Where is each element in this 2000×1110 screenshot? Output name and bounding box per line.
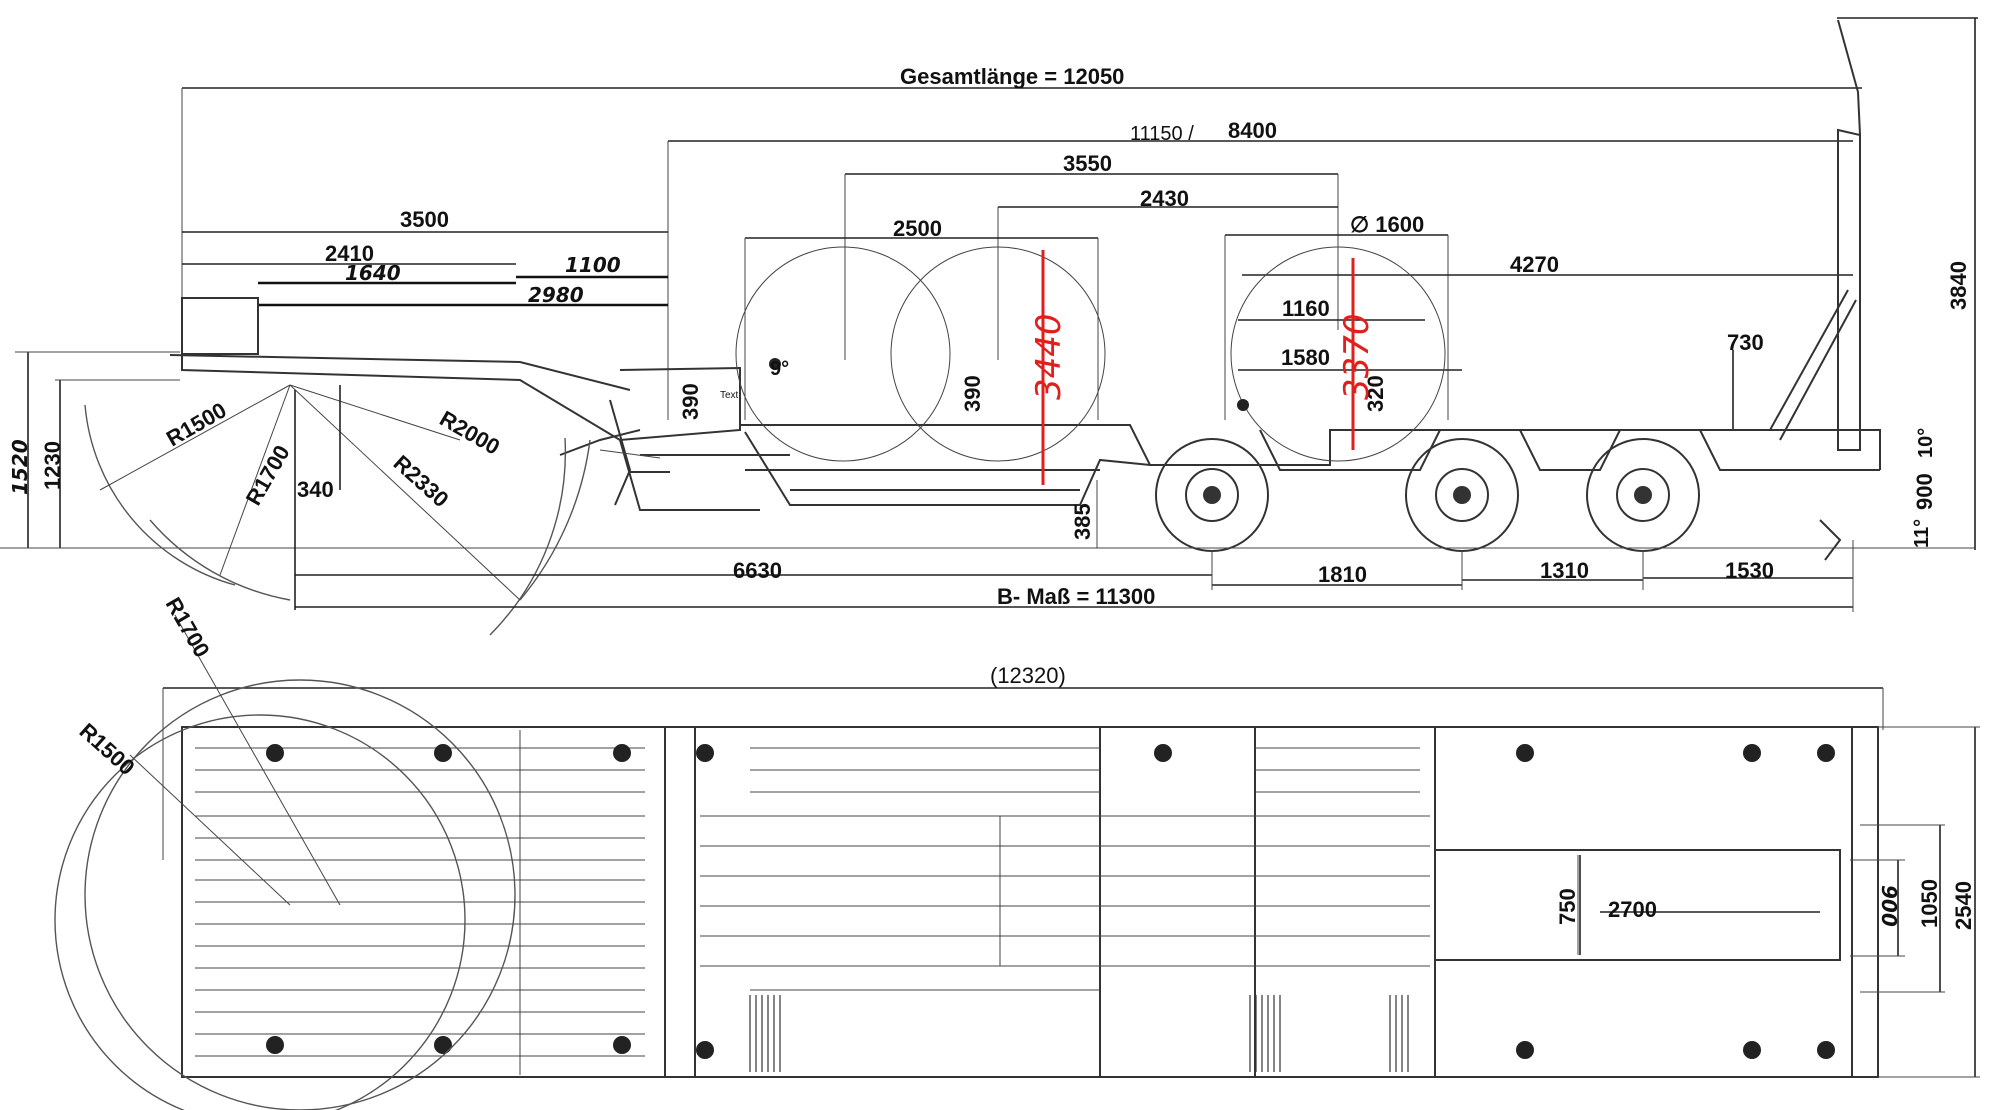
label-900-side: 900 xyxy=(1912,473,1937,510)
label-top-r1500: R1500 xyxy=(75,718,140,780)
label-8400: 8400 xyxy=(1228,118,1277,143)
label-2410: 2410 xyxy=(325,241,374,266)
label-1230: 1230 xyxy=(40,441,65,490)
grating-blocks xyxy=(749,995,1409,1072)
label-r1700: R1700 xyxy=(241,441,295,510)
label-top-r1700: R1700 xyxy=(161,593,215,662)
label-1810: 1810 xyxy=(1318,562,1367,587)
label-total-length: Gesamtlänge = 12050 xyxy=(900,64,1124,89)
label-3840: 3840 xyxy=(1946,261,1971,310)
label-340: 340 xyxy=(297,477,334,502)
ground-and-radii xyxy=(0,384,1975,636)
label-1160: 1160 xyxy=(1282,296,1330,321)
label-750: 750 xyxy=(1555,888,1580,925)
side-view: Gesamtlänge = 12050 11150 / 8400 3550 24… xyxy=(0,17,1978,636)
label-1640: 1640 xyxy=(345,261,401,285)
label-11deg: 11° xyxy=(1911,519,1933,548)
label-385: 385 xyxy=(1070,503,1095,540)
label-2540: 2540 xyxy=(1951,881,1976,930)
label-4270: 4270 xyxy=(1510,252,1559,277)
label-1580: 1580 xyxy=(1281,345,1330,370)
label-text-placeholder: Text xyxy=(720,390,739,401)
deck-planks xyxy=(195,730,1430,1075)
label-1050: 1050 xyxy=(1917,879,1942,928)
label-2700: 2700 xyxy=(1608,897,1657,922)
load-circles xyxy=(735,246,1446,462)
top-view: (12320) R1700 R1500 750 2700 900 1050 25… xyxy=(54,593,1980,1110)
label-1100: 1100 xyxy=(565,253,621,277)
label-1530: 1530 xyxy=(1725,558,1774,583)
label-9deg: 9° xyxy=(770,358,789,380)
label-b-mass: B- Maß = 11300 xyxy=(997,584,1155,609)
label-6630: 6630 xyxy=(733,558,782,583)
red-label-3440: 3440 xyxy=(1029,313,1069,400)
label-r1500: R1500 xyxy=(162,397,231,451)
label-320: 320 xyxy=(1363,375,1388,412)
swing-radii xyxy=(54,614,516,1110)
label-2500: 2500 xyxy=(893,216,942,241)
label-730: 730 xyxy=(1727,330,1764,355)
label-900-top: 900 xyxy=(1877,885,1901,927)
label-1310: 1310 xyxy=(1540,558,1589,583)
label-11150: 11150 / xyxy=(1130,123,1194,145)
label-1520: 1520 xyxy=(8,439,32,495)
label-10deg: 10° xyxy=(1915,428,1937,458)
label-r2000: R2000 xyxy=(436,406,505,460)
dimension-lines-top xyxy=(0,17,1978,550)
wheels xyxy=(1155,438,1700,552)
label-390-left: 390 xyxy=(678,383,703,420)
tie-down-points xyxy=(266,744,1835,1059)
center-ramp-panel xyxy=(1434,849,1841,961)
label-r2330: R2330 xyxy=(389,450,454,512)
label-390-mid: 390 xyxy=(960,375,985,412)
red-label-3370: 3370 xyxy=(1337,313,1377,400)
label-2430: 2430 xyxy=(1140,186,1189,211)
label-2980: 2980 xyxy=(528,283,584,307)
label-3500: 3500 xyxy=(400,207,449,232)
label-12320: (12320) xyxy=(990,663,1066,688)
label-3550: 3550 xyxy=(1063,151,1112,176)
label-diameter-1600: ∅ 1600 xyxy=(1350,212,1424,237)
